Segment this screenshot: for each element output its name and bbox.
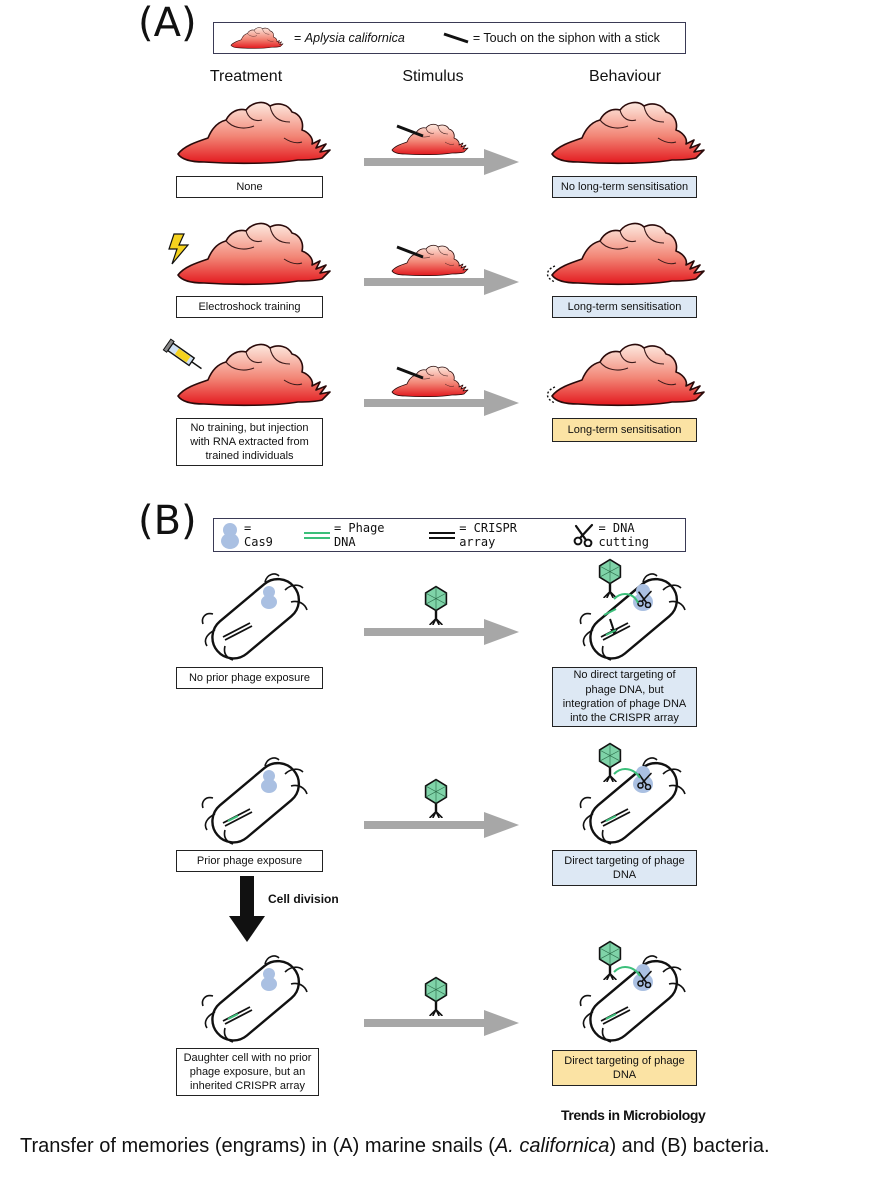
behaviour-box-b2: Direct targeting of phage DNA [552, 850, 697, 886]
crispr-legend-icon [429, 532, 456, 539]
stick-stimulus-2 [396, 245, 424, 259]
phage-dna-b2 [613, 768, 641, 779]
bacterium-treatment-3 [195, 950, 315, 1050]
arrow-a-3 [364, 390, 519, 416]
aplysia-legend-icon [228, 26, 286, 50]
cell-division-arrow [229, 876, 265, 942]
crispr-array-b1-right [600, 622, 631, 641]
cas9-legend-icon [221, 523, 239, 549]
snail-behaviour-2 [548, 219, 708, 289]
panel-b-legend: = Cas9 = Phage DNA = CRISPR array = DNA … [213, 518, 686, 552]
treatment-box-a1: None [176, 176, 323, 198]
snail-treatment-1 [174, 98, 334, 168]
crispr-array-b1 [222, 622, 253, 641]
stick-stimulus-1 [396, 124, 424, 138]
scissors-legend-icon [572, 523, 596, 547]
bacterium-treatment-2 [195, 752, 315, 852]
legend-phage-dna: = Phage DNA [333, 521, 385, 549]
journal-logo: Trends in Microbiology [561, 1107, 706, 1123]
snail-behaviour-3 [548, 340, 708, 410]
crispr-array-b2-right [600, 808, 631, 827]
syringe-icon [162, 338, 202, 370]
legend-cutting: = DNA cutting [598, 521, 650, 549]
arrow-b-3 [364, 1010, 519, 1036]
header-stimulus: Stimulus [402, 68, 464, 85]
snail-treatment-2 [174, 219, 334, 289]
cas9-icon-b2 [261, 770, 277, 793]
behaviour-box-a1: No long-term sensitisation [552, 176, 697, 198]
stick-icon [443, 32, 469, 44]
crispr-array-b3-right [600, 1006, 631, 1025]
panel-a-legend: = Aplysia californica = Touch on the sip… [213, 22, 686, 54]
behaviour-box-b1: No direct targeting of phage DNA, but in… [552, 667, 697, 727]
header-behaviour: Behaviour [588, 68, 662, 85]
behaviour-box-a2: Long-term sensitisation [552, 296, 697, 318]
withdrawn-siphon-icon-2 [546, 265, 556, 283]
snail-behaviour-1 [548, 98, 708, 168]
arrow-a-1 [364, 149, 519, 175]
withdrawn-siphon-icon-3 [546, 386, 556, 404]
bacterium-treatment-1 [195, 568, 315, 668]
treatment-box-a3: No training, but injection with RNA extr… [176, 418, 323, 466]
header-treatment: Treatment [209, 68, 283, 85]
arrow-a-2 [364, 269, 519, 295]
behaviour-box-a3: Long-term sensitisation [552, 418, 697, 442]
crispr-array-b2 [222, 808, 253, 827]
treatment-box-a2: Electroshock training [176, 296, 323, 318]
figure-caption: Transfer of memories (engrams) in (A) ma… [20, 1135, 770, 1158]
crispr-array-b3 [222, 1006, 253, 1025]
behaviour-box-b3: Direct targeting of phage DNA [552, 1050, 697, 1086]
caption-part2: ) and (B) bacteria. [609, 1135, 770, 1157]
legend-snail-prefix: = [294, 31, 305, 45]
stick-stimulus-3 [396, 366, 424, 380]
treatment-box-b2: Prior phage exposure [176, 850, 323, 872]
legend-snail-label: Aplysia californica [304, 31, 405, 45]
legend-stick-label: = Touch on the siphon with a stick [472, 31, 660, 45]
cas9-icon-b3 [261, 968, 277, 991]
caption-part1: Transfer of memories (engrams) in (A) ma… [20, 1135, 495, 1157]
legend-cas9: = Cas9 [244, 521, 273, 549]
caption-italic: A. californica [494, 1135, 610, 1157]
panel-b-letter: (B) [138, 498, 197, 544]
lightning-icon [168, 233, 190, 265]
cell-division-label: Cell division [268, 892, 339, 906]
panel-a-letter: (A) [138, 0, 197, 46]
phage-dna-b3 [613, 966, 641, 977]
cas9-icon-b1 [261, 586, 277, 609]
legend-crispr: = CRISPR array [459, 521, 517, 549]
treatment-box-b3: Daughter cell with no prior phage exposu… [176, 1048, 319, 1096]
arrow-b-1 [364, 619, 519, 645]
snail-treatment-3 [174, 340, 334, 410]
arrow-b-2 [364, 812, 519, 838]
phage-dna-legend-icon [303, 532, 330, 539]
treatment-box-b1: No prior phage exposure [176, 667, 323, 689]
